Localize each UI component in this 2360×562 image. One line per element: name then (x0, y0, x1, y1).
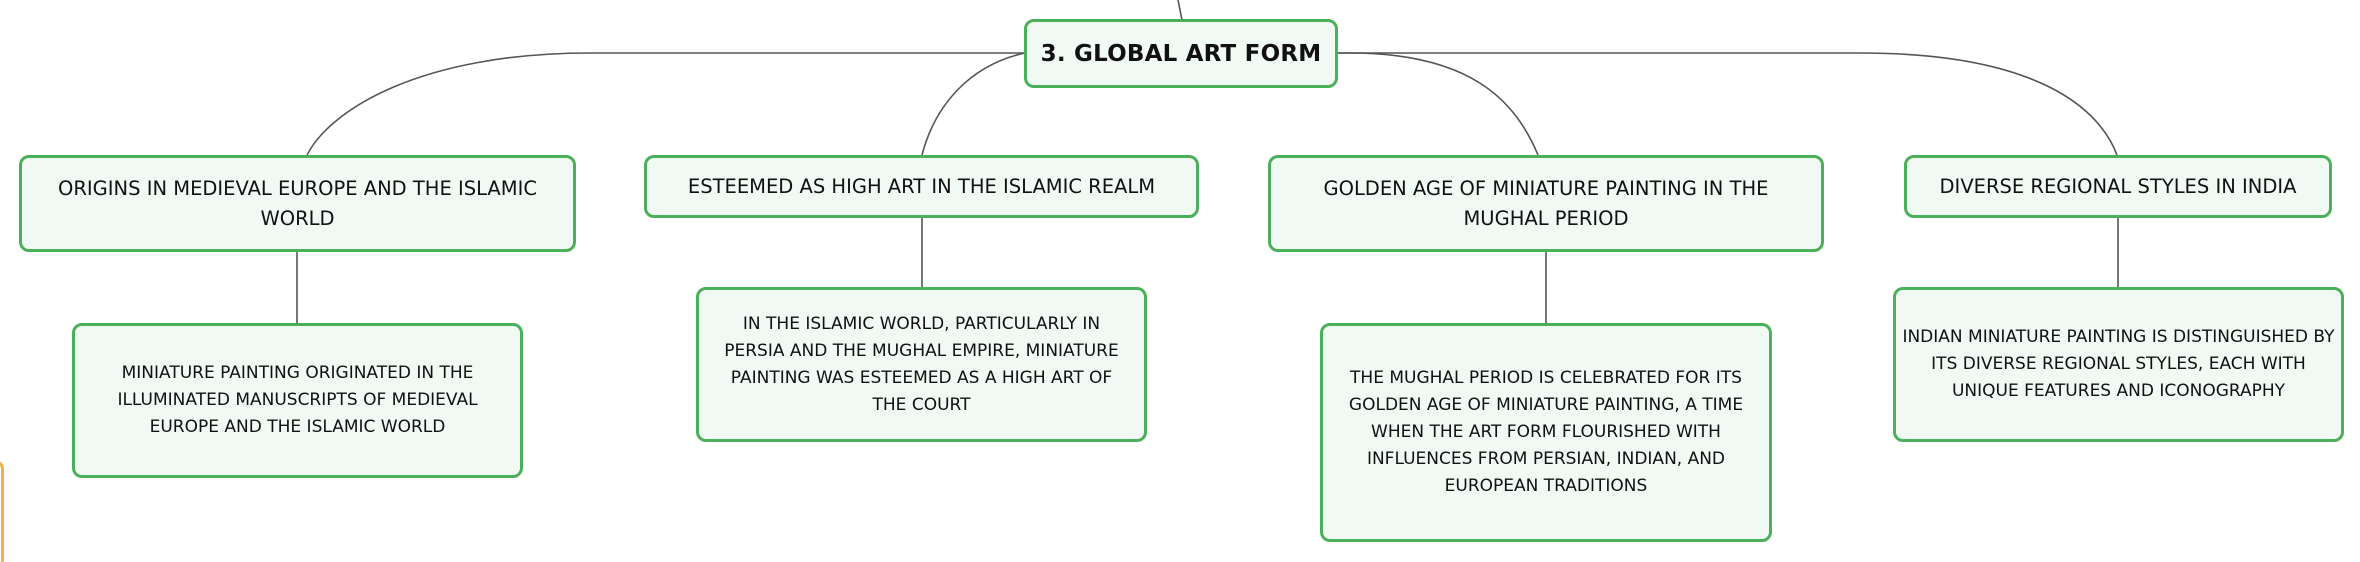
detail-node-origins[interactable]: MINIATURE PAINTING ORIGINATED IN THE ILL… (72, 323, 523, 478)
branch-node-label: GOLDEN AGE OF MINIATURE PAINTING IN THE … (1323, 176, 1769, 230)
detail-node-text: MINIATURE PAINTING ORIGINATED IN THE ILL… (117, 363, 478, 437)
connector-root-branch-4 (1338, 52, 2118, 156)
root-node-label: 3. GLOBAL ART FORM (1040, 40, 1322, 67)
connector-root-branch-2 (921, 52, 1026, 156)
detail-node-golden-age[interactable]: THE MUGHAL PERIOD IS CELEBRATED FOR ITS … (1320, 323, 1772, 542)
detail-node-regional-styles[interactable]: INDIAN MINIATURE PAINTING IS DISTINGUISH… (1893, 287, 2344, 442)
branch-node-golden-age[interactable]: GOLDEN AGE OF MINIATURE PAINTING IN THE … (1268, 155, 1824, 252)
connector-root-branch-3 (1338, 52, 1539, 156)
branch-node-label: DIVERSE REGIONAL STYLES IN INDIA (1939, 174, 2297, 198)
detail-node-high-art[interactable]: IN THE ISLAMIC WORLD, PARTICULARLY IN PE… (696, 287, 1147, 442)
root-node[interactable]: 3. GLOBAL ART FORM (1024, 19, 1338, 88)
branch-node-label: ORIGINS IN MEDIEVAL EUROPE AND THE ISLAM… (58, 176, 537, 230)
branch-node-high-art[interactable]: ESTEEMED AS HIGH ART IN THE ISLAMIC REAL… (644, 155, 1199, 218)
detail-node-text: IN THE ISLAMIC WORLD, PARTICULARLY IN PE… (724, 313, 1119, 415)
detail-node-text: THE MUGHAL PERIOD IS CELEBRATED FOR ITS … (1348, 368, 1744, 496)
offscreen-node-edge (0, 460, 4, 562)
branch-node-regional-styles[interactable]: DIVERSE REGIONAL STYLES IN INDIA (1904, 155, 2332, 218)
root-parent-connector (1177, 0, 1183, 21)
connector-root-branch-1 (306, 52, 1025, 156)
branch-node-label: ESTEEMED AS HIGH ART IN THE ISLAMIC REAL… (687, 174, 1156, 198)
branch-node-origins[interactable]: ORIGINS IN MEDIEVAL EUROPE AND THE ISLAM… (19, 155, 576, 252)
detail-node-text: INDIAN MINIATURE PAINTING IS DISTINGUISH… (1902, 327, 2335, 401)
